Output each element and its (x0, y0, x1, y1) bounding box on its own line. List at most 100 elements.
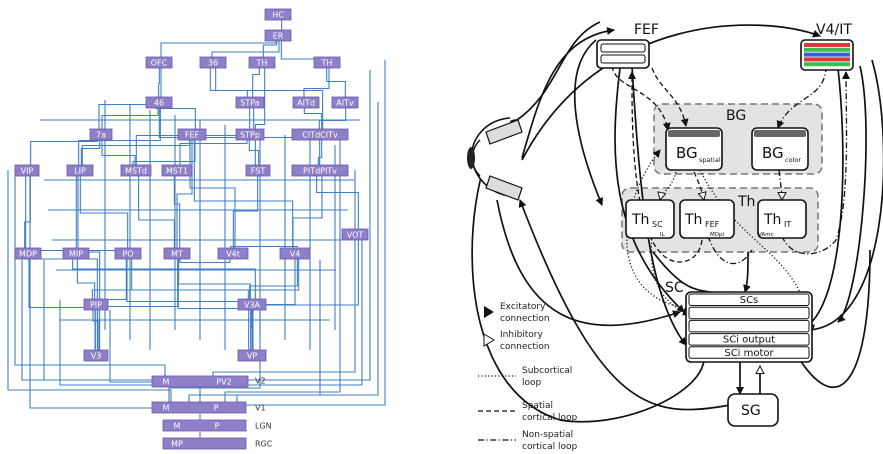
area-th2: TH (313, 56, 341, 69)
sc-layer-label: SCi motor (724, 348, 774, 359)
area-label-ofc: OFC (151, 59, 168, 68)
area-label-po: PO (122, 250, 133, 259)
bg-spatial-main: BG (676, 144, 698, 162)
area-mst1: MST1 (161, 164, 193, 177)
area-mdp: MDP (14, 247, 42, 260)
bar-label-lgnm: M (174, 422, 181, 431)
th-region-label: Th (737, 194, 755, 210)
bar-label-lgnp: P (215, 422, 220, 431)
sc-layer-label: SCi output (723, 335, 775, 346)
th-fef-main: Th (684, 212, 702, 228)
connection-wire (173, 170, 181, 254)
area-label-a46: 46 (154, 99, 164, 108)
legend-subcortical-line2: loop (522, 378, 542, 388)
area-hc: HC (264, 8, 292, 21)
area-label-vip: VIP (21, 167, 34, 176)
v4it-stripe (804, 43, 850, 47)
sc-layer-label: SCs (740, 295, 759, 306)
bg-spatial-node: BG spatial (665, 127, 723, 171)
connection-wire (72, 253, 256, 305)
spatial-cortical-loop (611, 65, 704, 263)
row-label-v2: V2 (255, 377, 266, 386)
connection-wire (158, 62, 160, 103)
connection-wire (182, 70, 371, 381)
area-label-mt: MT (171, 250, 183, 259)
area-fst: FST (245, 164, 271, 177)
area-label-aitd: AITd (297, 99, 315, 108)
connection-wire (177, 253, 252, 356)
th-sc-node: Th SC IL (625, 199, 675, 239)
legend-excitatory-line1: Excitatory (500, 302, 546, 312)
legend: Excitatory connection Inhibitory connect… (478, 302, 578, 452)
connection-wire (126, 253, 254, 356)
sc-layer (688, 319, 810, 333)
connection-wire (131, 253, 249, 305)
oculomotor-loop-diagram: BG Th (467, 21, 883, 452)
row-label-v1: V1 (255, 404, 266, 413)
legend-excitatory-icon (484, 306, 494, 318)
connection-wire (248, 234, 359, 356)
area-vp: VP (237, 349, 267, 362)
th-it-tag: VAmc (758, 232, 774, 238)
area-label-mip: MIP (69, 250, 83, 259)
bg-color-node: BG color (751, 127, 809, 171)
area-vot: VOT (341, 228, 369, 241)
area-label-citdcitv: CITdCITv (302, 131, 338, 140)
area-aitd: AITd (292, 96, 320, 109)
area-label-stpp: STPp (240, 131, 260, 140)
th-sc-sub: SC (652, 220, 663, 229)
area-ofc: OFC (145, 56, 173, 69)
area-label-a7a: 7a (96, 131, 106, 140)
connection-wire (78, 102, 161, 171)
area-stpp: STPp (235, 128, 265, 141)
connection-wire (209, 62, 324, 135)
th-fef-tag: MDpl (710, 232, 724, 238)
bg-region-label: BG (726, 108, 746, 124)
area-label-lip: LIP (74, 167, 86, 176)
legend-excitatory-line2: connection (500, 314, 550, 324)
sc-label: SC (665, 280, 684, 296)
connection-wires (7, 13, 386, 438)
bar-label-rgc: MP (171, 440, 183, 449)
connection-wire (29, 170, 208, 409)
area-v4t: V4t (217, 247, 249, 260)
subcortical-loop (626, 149, 815, 333)
area-po: PO (114, 247, 142, 260)
connection-wire (138, 170, 175, 254)
connection-wire (91, 253, 300, 305)
v4it-stripe (804, 62, 850, 67)
v4it-node: V4/IT (800, 22, 854, 71)
connection-wire (224, 140, 341, 402)
connection-wire (232, 170, 259, 254)
area-mstd: MSTd (120, 164, 152, 177)
legend-inhibitory-icon (483, 333, 495, 347)
area-pip: PIP (83, 298, 109, 311)
connection-wire (212, 170, 356, 376)
area-label-er: ER (273, 32, 284, 41)
connection-wire (76, 253, 96, 305)
legend-inhibitory-line1: Inhibitory (500, 330, 544, 340)
connection-wire (7, 170, 172, 402)
area-label-hc: HC (272, 11, 284, 20)
connection-wire (189, 134, 236, 254)
area-label-v4t: V4t (226, 250, 240, 259)
non-spatial-cortical-loop (707, 65, 851, 265)
connection-wire (176, 134, 193, 254)
area-label-v4: V4 (290, 250, 301, 259)
area-fef: FEF (177, 128, 207, 141)
area-stpa: STPa (235, 96, 265, 109)
bar-label-v1p: P (214, 404, 219, 413)
area-v4: V4 (279, 247, 311, 260)
area-a7a: 7a (89, 128, 113, 141)
sc-layer (688, 333, 810, 346)
area-aitv: AITv (331, 96, 359, 109)
legend-subcortical-line1: Subcortical (522, 366, 572, 376)
connection-wire (79, 170, 129, 254)
area-vip: VIP (14, 164, 40, 177)
